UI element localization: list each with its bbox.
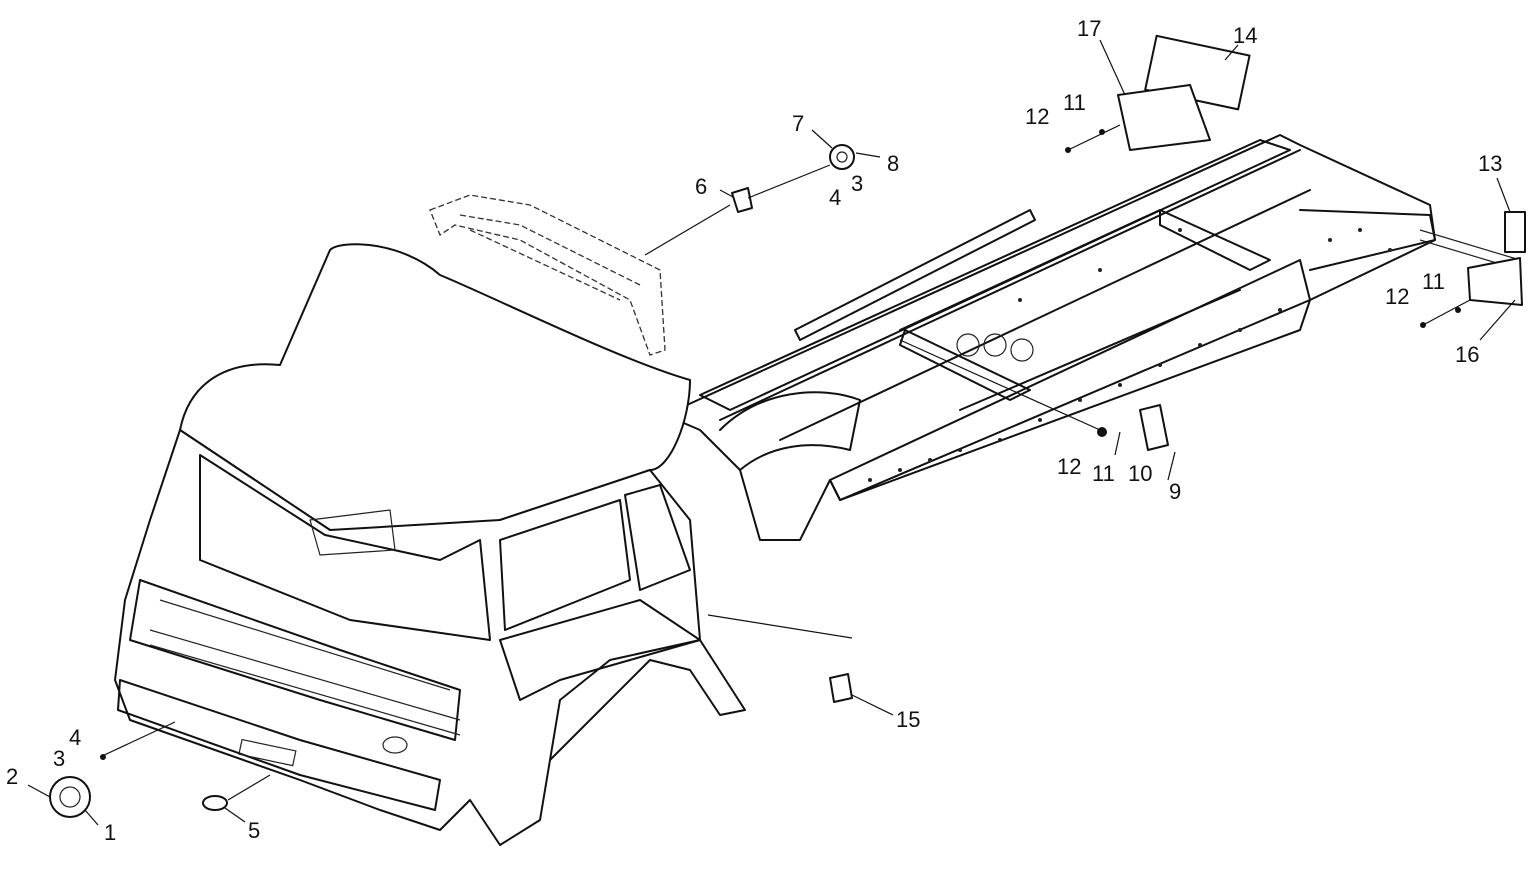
callout-2: 2 [6, 764, 18, 789]
chassis-frame [664, 134, 1521, 541]
callout-4: 4 [69, 725, 81, 750]
callout-17: 17 [1077, 16, 1101, 41]
part-5 [202, 795, 228, 811]
callout-10: 10 [1128, 461, 1152, 486]
part-10-valve [1139, 404, 1169, 451]
parts [49, 34, 1526, 818]
callout-8: 8 [887, 151, 899, 176]
callout-11: 11 [1092, 461, 1115, 486]
part-13 [1504, 211, 1526, 253]
callout-9: 9 [1169, 479, 1181, 504]
callout-13: 13 [1478, 151, 1502, 176]
callout-6: 6 [695, 174, 707, 199]
callout-14: 14 [1233, 23, 1257, 48]
callout-11-right: 11 [1422, 269, 1445, 294]
cab-rear-bracket [429, 194, 666, 356]
leader-lines [27, 39, 1516, 826]
part-16-bracket [1467, 257, 1523, 306]
part-3-mount [829, 144, 855, 170]
callout-15: 15 [896, 707, 920, 732]
part-6-bushing [731, 187, 753, 213]
callout-11-top: 11 [1063, 90, 1086, 115]
callout-4-upper: 4 [829, 185, 841, 210]
part-15-bushing [829, 673, 853, 703]
callout-7: 7 [792, 111, 804, 136]
callout-1: 1 [104, 820, 116, 845]
callout-12: 12 [1057, 454, 1081, 479]
callouts: 1 2 3 4 5 6 7 8 3 4 9 10 11 12 11 12 17 … [6, 16, 1502, 845]
callout-12-top: 12 [1025, 104, 1049, 129]
callout-5: 5 [248, 818, 260, 843]
callout-12-right: 12 [1385, 284, 1409, 309]
callout-16: 16 [1455, 342, 1479, 367]
callout-3-upper: 3 [851, 171, 863, 196]
callout-3: 3 [53, 746, 65, 771]
part-1-mount [49, 776, 91, 818]
part-17-bracket [1117, 84, 1211, 151]
truck-cab [114, 243, 746, 846]
